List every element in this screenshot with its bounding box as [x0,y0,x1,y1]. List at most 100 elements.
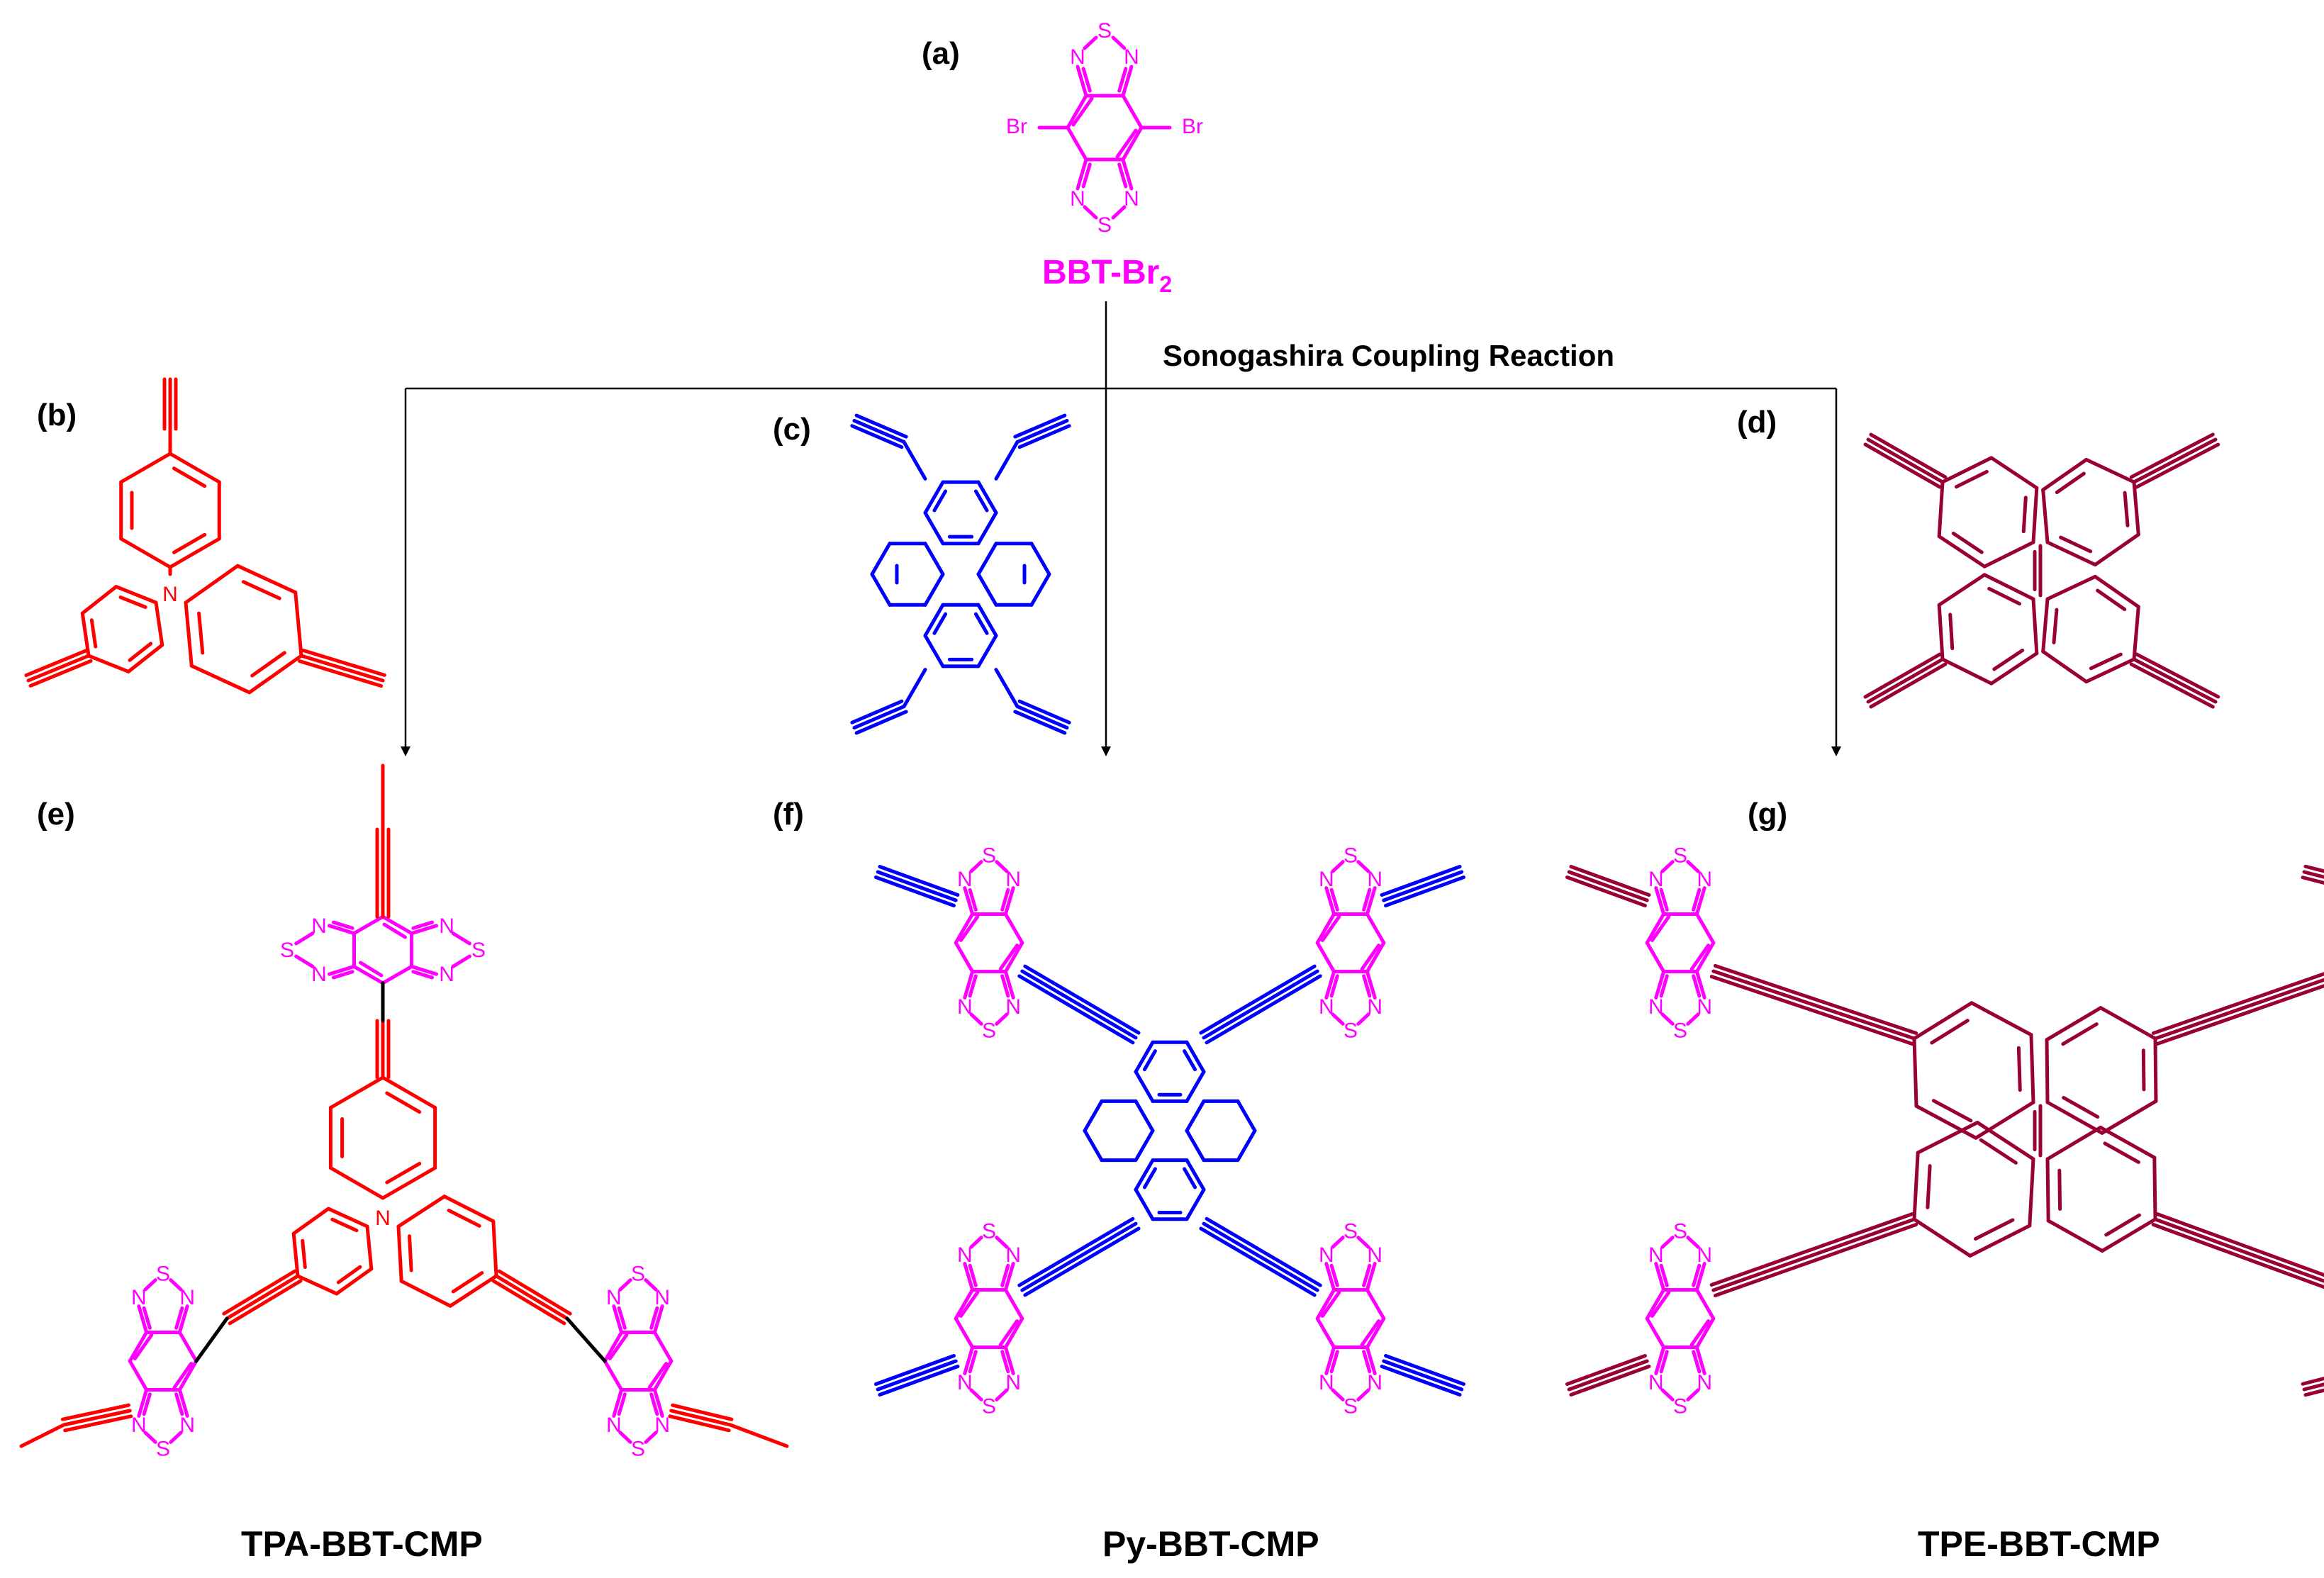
double-bond [1324,970,1336,1000]
ring-bond [381,1075,437,1109]
triple-bond [1017,974,1135,1045]
aromatic-bond [1360,944,1381,971]
nitrogen-atom: N [1648,1371,1664,1394]
double-bond [1365,970,1377,1000]
double-bond [142,1306,152,1330]
bromine-atom: Br [1182,115,1203,138]
sulfur-atom: S [982,844,996,868]
sulfur-atom: S [1673,1019,1687,1042]
ring-bond [2093,574,2140,609]
ring-bond [442,1194,496,1224]
triple-bond [62,1409,132,1427]
double-bond [963,1345,975,1375]
triple-bond [2129,432,2215,479]
triple-bond [2151,972,2324,1035]
aromatic-bond [451,1271,484,1294]
double-bond [411,920,435,930]
bond [1356,1388,1370,1401]
ring-bond [1914,1104,1978,1140]
triple-bond [1863,652,1942,699]
ring-bond [1083,1129,1104,1163]
ring-bond [1912,1036,1918,1108]
ring-bond [1975,1121,2035,1161]
bond [294,931,315,946]
double-bond [177,1388,189,1418]
double-bond [1003,1262,1015,1292]
double-bond [1692,1263,1702,1287]
bond [995,1012,1009,1026]
ring-bond [2099,1006,2157,1041]
ring-bond [2028,1157,2035,1228]
ring-bond [235,564,298,595]
bond [1331,1236,1345,1249]
triple-bond [1709,975,1914,1046]
ring-bond [1003,941,1024,974]
nitrogen-atom: N [1124,45,1139,69]
ring-bond [177,1330,199,1363]
triple-bond [1017,699,1071,724]
aromatic-bond [608,1333,629,1360]
ring-bond [1912,1151,1920,1221]
double-bond [1365,886,1377,916]
double-bond [137,1304,149,1334]
sulfur-atom: S [156,1263,170,1286]
bond [994,440,1019,481]
ring-bond [1185,1040,1206,1074]
aromatic-bond [2104,1213,2141,1237]
bond [1686,1388,1700,1401]
aromatic-bond [172,532,207,554]
bond [1331,1388,1345,1401]
double-bond [617,1306,627,1330]
bond [169,1431,183,1444]
double-bond [1694,1345,1706,1375]
ring-bond [2045,1006,2103,1042]
ring-bond [1694,941,1716,974]
nitrogen-atom: N [1697,1243,1712,1267]
triple-bond [1569,1365,1651,1397]
triple-bond [852,418,906,444]
ring-bond [381,964,414,985]
double-bond [1692,974,1702,998]
aromatic-bond [2052,608,2059,644]
aromatic-bond [128,642,153,662]
ring-bond [603,1359,624,1392]
ring-bond [2041,457,2089,492]
ring-bond [976,603,998,638]
aromatic-bond [2141,1048,2146,1092]
ring-bond [184,600,194,668]
ring-bond [1134,1099,1155,1133]
double-bond [963,970,975,1000]
ring-bond [1134,1187,1155,1221]
nitrogen-atom: N [1367,1243,1382,1267]
double-bond [1000,1263,1010,1287]
double-bond [1694,886,1706,916]
ring-bond [1083,1099,1104,1133]
double-bond [612,1304,624,1334]
ring-bond [1365,912,1386,945]
ring-bond [154,600,164,647]
ring-bond [119,537,172,569]
double-bond [1117,162,1128,189]
bond [995,860,1009,873]
double-bond [1692,1350,1702,1374]
aromatic-bond [1951,531,1984,554]
ring-bond [603,1330,624,1363]
triple-bond [1869,432,1948,479]
triple-bond [2302,1382,2324,1392]
aromatic-bond [358,961,384,978]
triple-bond [1380,864,1462,897]
ring-bond [1912,1001,1974,1041]
triple-bond [1711,969,1916,1041]
double-bond [1324,886,1336,916]
triple-bond [873,875,956,908]
triple-bond [1202,969,1319,1040]
aromatic-bond [1071,96,1094,127]
triple-bond [1020,969,1138,1040]
bond [644,1278,658,1292]
bond [1331,1012,1345,1026]
triple-bond [1565,1353,1647,1386]
sulfur-atom: S [631,1263,645,1286]
ring-bond [80,611,91,658]
ring-bond [2084,457,2136,484]
bond [1660,1388,1675,1401]
